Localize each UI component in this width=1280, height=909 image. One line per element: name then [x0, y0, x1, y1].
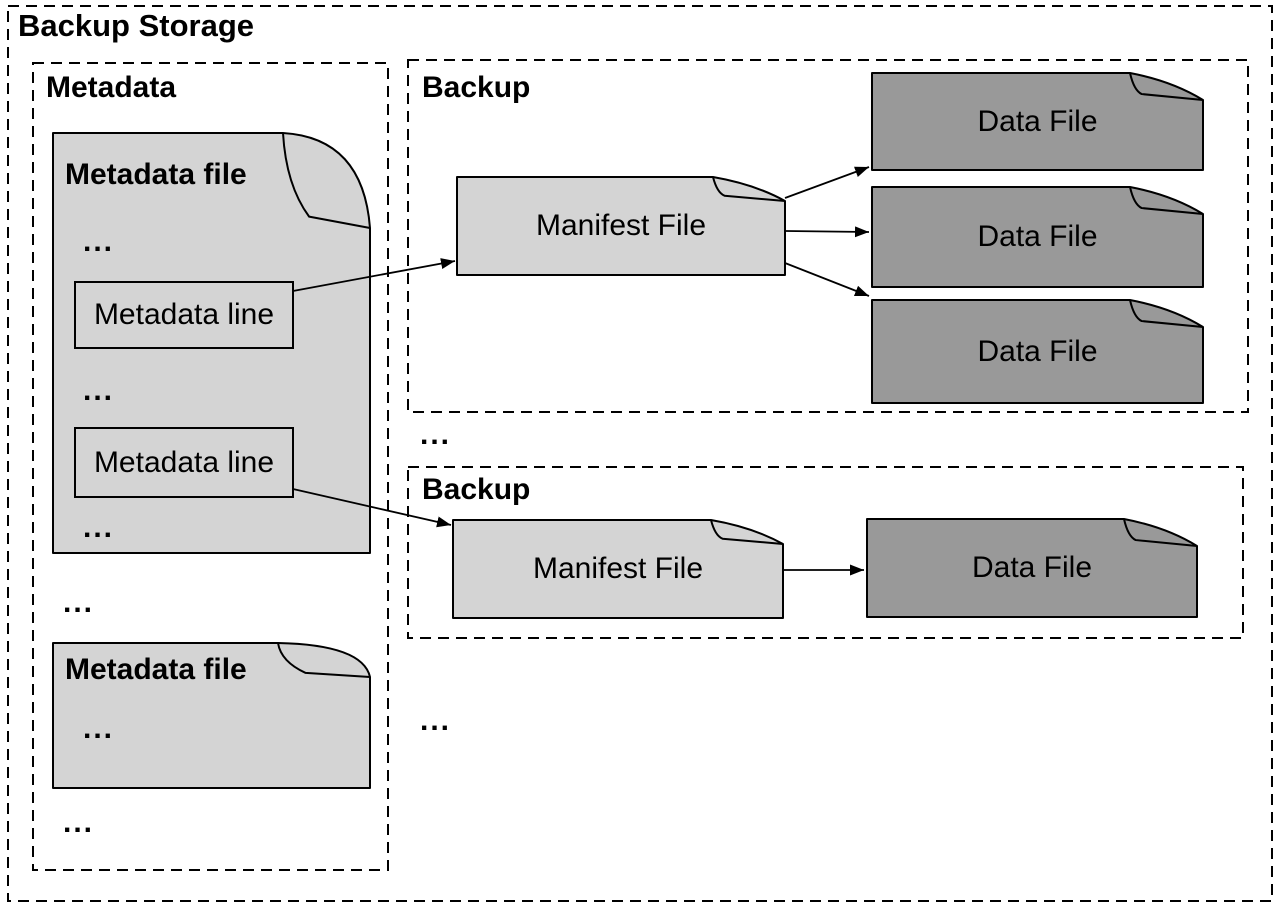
metadata-line-1-box: [74, 281, 294, 349]
manifest-file-2-fold-icon: [710, 519, 784, 545]
metadata-line-2-label: Metadata line: [93, 445, 275, 479]
data-file-4-label: Data File: [971, 551, 1093, 584]
metadata-container: [32, 62, 389, 871]
manifest-file-2-label: Manifest File: [532, 552, 704, 585]
ellipsis-after-backups: ...: [420, 704, 452, 737]
metadata-line-1-label: Metadata line: [93, 298, 275, 331]
metadata-file-2-fold-icon: [277, 642, 371, 678]
backup-1-container: [407, 59, 1249, 413]
backup-2-label: Backup: [422, 473, 531, 506]
backup-2-container: [407, 466, 1244, 639]
data-file-3-label: Data File: [977, 334, 1098, 368]
metadata-line-2-box: [74, 427, 294, 498]
data-file-4-fold-icon: [1123, 518, 1198, 547]
data-file-3-document: [871, 299, 1204, 404]
data-file-2-fold-icon: [1129, 186, 1204, 215]
ellipsis-in-metadata-file-1-middle: ...: [83, 374, 115, 407]
data-file-3-fold-icon: [1129, 299, 1204, 328]
manifest-file-1-label: Manifest File: [535, 209, 707, 242]
arrow-metadata-line-1-to-manifest-1: [292, 258, 456, 292]
data-file-2-document: [871, 186, 1204, 288]
data-file-1-document: [871, 72, 1204, 171]
data-file-3-shape: [871, 299, 1204, 404]
backup-storage-label: Backup Storage: [18, 8, 255, 43]
metadata-file-1-title: Metadata file: [65, 158, 247, 191]
manifest-file-2-shape: [452, 519, 784, 619]
backup-storage-container: [7, 5, 1273, 902]
data-file-2-label: Data File: [977, 220, 1098, 253]
metadata-file-1-fold-icon: [282, 132, 371, 229]
data-file-1-label: Data File: [977, 104, 1098, 138]
data-file-4-document: [866, 518, 1198, 618]
manifest-file-1-fold-icon: [712, 176, 786, 202]
arrow-manifest-1-to-data-file-3: [784, 262, 870, 297]
ellipsis-after-metadata-files: ...: [63, 806, 95, 839]
metadata-file-2-title: Metadata file: [65, 653, 247, 686]
arrow-manifest-1-to-data-file-1: [784, 166, 870, 199]
metadata-file-2-shape: [52, 642, 371, 789]
ellipsis-between-metadata-files: ...: [63, 586, 95, 619]
data-file-1-fold-icon: [1129, 72, 1204, 101]
arrow-metadata-line-2-to-manifest-2: [292, 488, 452, 528]
metadata-file-2-document: [52, 642, 371, 789]
arrow-manifest-1-to-data-file-2: [785, 226, 870, 238]
manifest-file-2-document: [452, 519, 784, 619]
ellipsis-in-metadata-file-1-bottom: ...: [83, 511, 115, 544]
ellipsis-between-backups: ...: [420, 418, 452, 451]
manifest-file-1-shape: [456, 176, 786, 276]
ellipsis-in-metadata-file-1-top: ...: [83, 225, 115, 258]
manifest-file-1-document: [456, 176, 786, 276]
ellipsis-in-metadata-file-2: ...: [83, 712, 115, 745]
data-file-1-shape: [871, 72, 1204, 171]
metadata-section-label: Metadata: [46, 71, 177, 104]
backup-1-label: Backup: [422, 71, 531, 104]
data-file-4-shape: [866, 518, 1198, 618]
data-file-2-shape: [871, 186, 1204, 288]
